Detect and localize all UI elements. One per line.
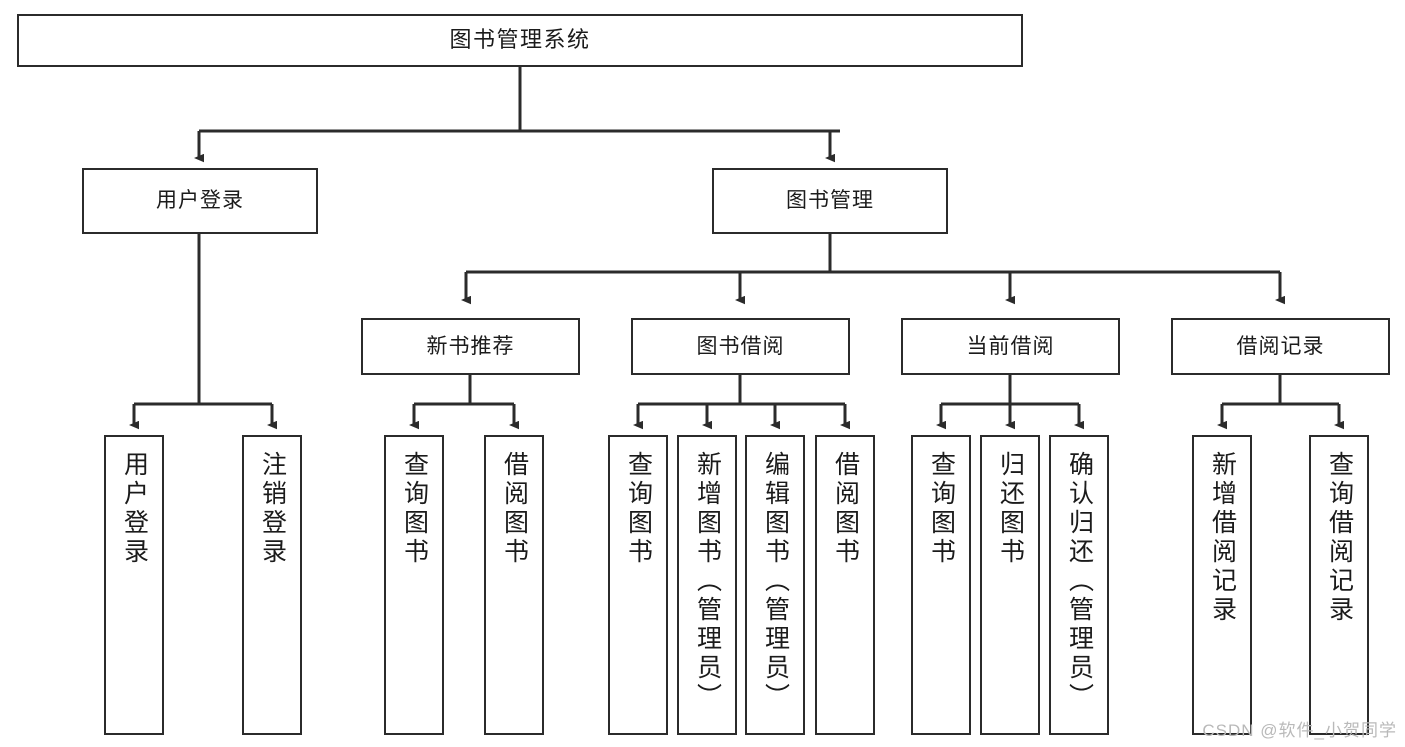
node-book-borrow-label: 图书借阅 bbox=[696, 334, 785, 358]
node-book-management[interactable]: 图书管理 bbox=[712, 168, 948, 234]
leaf-label: 归还图书 bbox=[996, 451, 1025, 567]
node-new-book-recommend-label: 新书推荐 bbox=[426, 334, 515, 358]
leaf-label: 借阅图书 bbox=[831, 451, 860, 567]
leaf-label: 新增借阅记录 bbox=[1208, 451, 1237, 625]
leaf-label: 查询图书 bbox=[624, 451, 653, 567]
leaf-label: 用户登录 bbox=[120, 451, 149, 567]
node-current-borrow[interactable]: 当前借阅 bbox=[901, 318, 1120, 375]
leaf-borrow-add-book[interactable]: 新增图书（管理员） bbox=[677, 435, 737, 735]
leaf-borrow-edit-book[interactable]: 编辑图书（管理员） bbox=[745, 435, 805, 735]
node-borrow-record[interactable]: 借阅记录 bbox=[1171, 318, 1390, 375]
leaf-current-return-book[interactable]: 归还图书 bbox=[980, 435, 1040, 735]
leaf-current-confirm-return[interactable]: 确认归还（管理员） bbox=[1049, 435, 1109, 735]
node-current-borrow-label: 当前借阅 bbox=[966, 334, 1055, 358]
node-user-login[interactable]: 用户登录 bbox=[82, 168, 318, 234]
node-book-borrow[interactable]: 图书借阅 bbox=[631, 318, 850, 375]
leaf-new-book-borrow[interactable]: 借阅图书 bbox=[484, 435, 544, 735]
leaf-label: 查询借阅记录 bbox=[1325, 451, 1354, 625]
leaf-record-query[interactable]: 查询借阅记录 bbox=[1309, 435, 1369, 735]
node-user-login-label: 用户登录 bbox=[156, 189, 244, 213]
node-root-label: 图书管理系统 bbox=[449, 27, 591, 53]
leaf-label: 新增图书（管理员） bbox=[693, 451, 722, 712]
leaf-new-book-query[interactable]: 查询图书 bbox=[384, 435, 444, 735]
leaf-label: 编辑图书（管理员） bbox=[761, 451, 790, 712]
leaf-label: 注销登录 bbox=[258, 451, 287, 567]
leaf-borrow-query-book[interactable]: 查询图书 bbox=[608, 435, 668, 735]
leaf-label: 查询图书 bbox=[927, 451, 956, 567]
leaf-label: 确认归还（管理员） bbox=[1065, 451, 1094, 712]
leaf-label: 借阅图书 bbox=[500, 451, 529, 567]
leaf-record-add[interactable]: 新增借阅记录 bbox=[1192, 435, 1252, 735]
watermark: CSDN @软件_小贺同学 bbox=[1202, 721, 1397, 740]
node-book-management-label: 图书管理 bbox=[786, 189, 874, 213]
leaf-user-login-logout[interactable]: 注销登录 bbox=[242, 435, 302, 735]
leaf-label: 查询图书 bbox=[400, 451, 429, 567]
leaf-user-login-login[interactable]: 用户登录 bbox=[104, 435, 164, 735]
node-borrow-record-label: 借阅记录 bbox=[1236, 334, 1325, 358]
leaf-borrow-borrow-book[interactable]: 借阅图书 bbox=[815, 435, 875, 735]
node-new-book-recommend[interactable]: 新书推荐 bbox=[361, 318, 580, 375]
node-root[interactable]: 图书管理系统 bbox=[17, 14, 1023, 67]
leaf-current-query-book[interactable]: 查询图书 bbox=[911, 435, 971, 735]
